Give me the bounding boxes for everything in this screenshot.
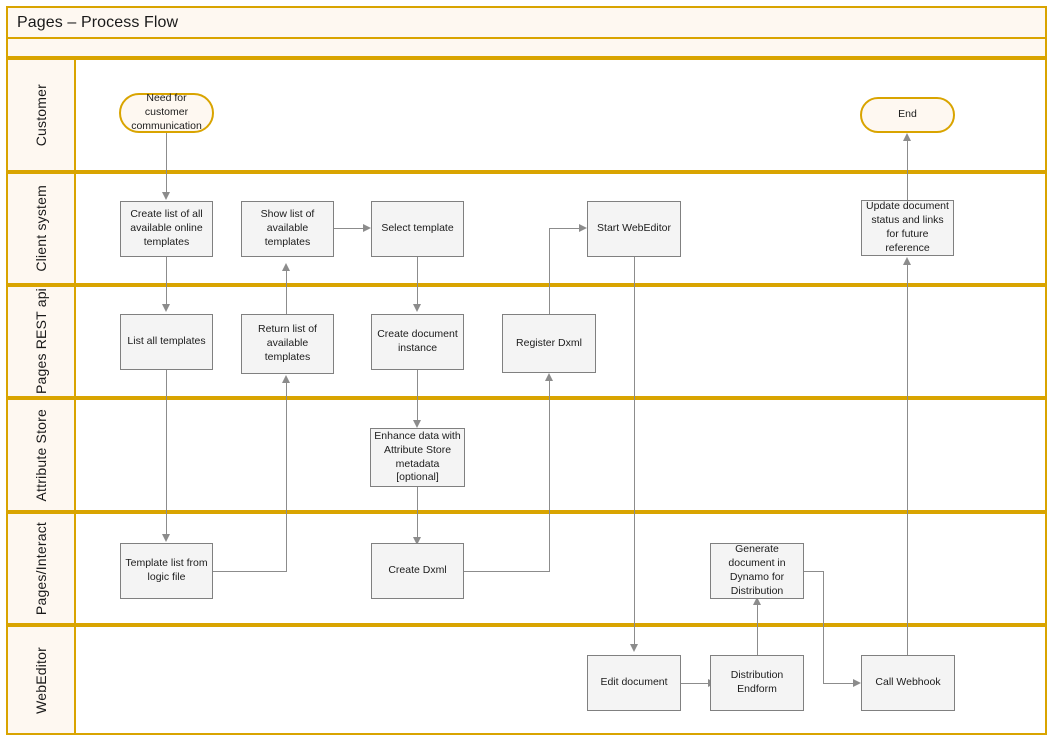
lane-label-pages-rest-api: Pages REST api (33, 288, 49, 395)
connector-create-doc-to-enhance-data (417, 370, 419, 421)
lane-label-customer: Customer (33, 83, 49, 147)
node-select-template[interactable]: Select template (371, 201, 464, 257)
lane-header-webeditor: WebEditor (8, 627, 76, 733)
node-create-dxml[interactable]: Create Dxml (371, 543, 464, 599)
connector-register-dxml-up (549, 228, 551, 314)
node-label: Enhance data with Attribute Store metada… (374, 429, 461, 484)
lane-attribute-store: Attribute Store (6, 398, 1047, 512)
node-label: Edit document (600, 676, 668, 689)
node-label: Need for customer communication (131, 92, 202, 132)
arrowhead-generate-document (753, 597, 761, 605)
connector-call-webhook-to-update-document (907, 264, 909, 655)
node-template-list-from-logic-file[interactable]: Template list from logic file (120, 543, 213, 599)
node-return-list-of-available-templates[interactable]: Return list of available templates (241, 314, 334, 374)
node-label: Show list of available templates (260, 208, 315, 248)
connector-return-list-to-show-list (286, 270, 288, 314)
arrowhead-register-dxml (545, 373, 553, 381)
connector-show-list-to-select-template (334, 228, 364, 230)
connector-edit-document-to-distribution-endform (681, 683, 709, 685)
lane-header-pages-interact: Pages/Interact (8, 514, 76, 623)
node-update-document-status[interactable]: Update document status and links for fut… (861, 200, 954, 256)
connector-create-dxml-up (549, 380, 551, 572)
node-end[interactable]: End (860, 97, 955, 133)
node-enhance-data-attribute-store[interactable]: Enhance data with Attribute Store metada… (370, 428, 465, 487)
arrowhead-template-list (162, 534, 170, 542)
lane-label-attribute-store: Attribute Store (33, 408, 49, 502)
connector-select-template-to-create-doc (417, 257, 419, 305)
arrowhead-create-dxml (413, 537, 421, 545)
connector-update-document-to-end (907, 140, 909, 200)
node-label: Generate document in Dynamo for Distribu… (728, 543, 786, 597)
node-label: Update document status and links for fut… (866, 200, 949, 254)
arrowhead-update-document-status (903, 257, 911, 265)
node-call-webhook[interactable]: Call Webhook (861, 655, 955, 711)
arrowhead-end (903, 133, 911, 141)
pool-subheader-band (6, 39, 1047, 58)
connector-register-dxml-right (549, 228, 580, 230)
node-register-dxml[interactable]: Register Dxml (502, 314, 596, 373)
node-edit-document[interactable]: Edit document (587, 655, 681, 711)
lane-header-client-system: Client system (8, 174, 76, 283)
node-create-document-instance[interactable]: Create document instance (371, 314, 464, 370)
node-label: Distribution Endform (730, 669, 784, 695)
arrowhead-call-webhook (853, 679, 861, 687)
node-label: Create document instance (377, 328, 458, 354)
node-need-for-customer-communication[interactable]: Need for customer communication (119, 92, 214, 133)
node-label: End (898, 108, 917, 121)
connector-start-to-create-list (166, 133, 168, 193)
node-label: Template list from logic file (125, 557, 208, 583)
lane-header-attribute-store: Attribute Store (8, 400, 76, 510)
arrowhead-show-list (282, 263, 290, 271)
node-start-webeditor[interactable]: Start WebEditor (587, 201, 681, 257)
connector-start-webeditor-to-edit-document (634, 257, 636, 645)
connector-template-list-right (213, 571, 287, 573)
node-create-list-of-templates[interactable]: Create list of all available online temp… (120, 201, 213, 257)
node-list-all-templates[interactable]: List all templates (120, 314, 213, 370)
lane-header-pages-rest-api: Pages REST api (8, 287, 76, 396)
node-label: Return list of available templates (258, 323, 317, 363)
arrowhead-enhance-data (413, 420, 421, 428)
connector-generate-document-right (804, 571, 824, 573)
node-label: Create Dxml (388, 564, 447, 577)
lane-pages-interact: Pages/Interact (6, 512, 1047, 625)
node-label: Start WebEditor (597, 222, 671, 235)
arrowhead-select-template (363, 224, 371, 232)
connector-generate-document-down (823, 571, 825, 683)
arrowhead-return-list (282, 375, 290, 383)
node-show-list-of-available-templates[interactable]: Show list of available templates (241, 201, 334, 257)
diagram-title-bar: Pages – Process Flow (6, 6, 1047, 39)
arrowhead-start-webeditor (579, 224, 587, 232)
connector-template-list-up (286, 382, 288, 572)
connector-list-all-to-template-list (166, 370, 168, 535)
connector-create-dxml-right (464, 571, 550, 573)
arrowhead-list-all-templates (162, 304, 170, 312)
node-label: Create list of all available online temp… (130, 208, 203, 248)
node-generate-document-in-dynamo[interactable]: Generate document in Dynamo for Distribu… (710, 543, 804, 599)
lane-label-pages-interact: Pages/Interact (33, 521, 49, 616)
arrowhead-create-document-instance (413, 304, 421, 312)
node-distribution-endform[interactable]: Distribution Endform (710, 655, 804, 711)
connector-generate-document-to-webhook (823, 683, 854, 685)
arrowhead-create-list (162, 192, 170, 200)
node-label: Select template (381, 222, 454, 235)
node-label: Register Dxml (516, 336, 582, 349)
lane-label-webeditor: WebEditor (33, 646, 49, 714)
lane-header-customer: Customer (8, 60, 76, 170)
page-title: Pages – Process Flow (17, 13, 179, 31)
node-label: Call Webhook (875, 676, 941, 689)
connector-distribution-endform-to-generate-document (757, 604, 759, 655)
connector-enhance-data-to-create-dxml (417, 487, 419, 538)
connector-create-list-to-list-all (166, 257, 168, 305)
lane-label-client-system: Client system (33, 185, 49, 272)
node-label: List all templates (127, 335, 206, 348)
arrowhead-edit-document (630, 644, 638, 652)
